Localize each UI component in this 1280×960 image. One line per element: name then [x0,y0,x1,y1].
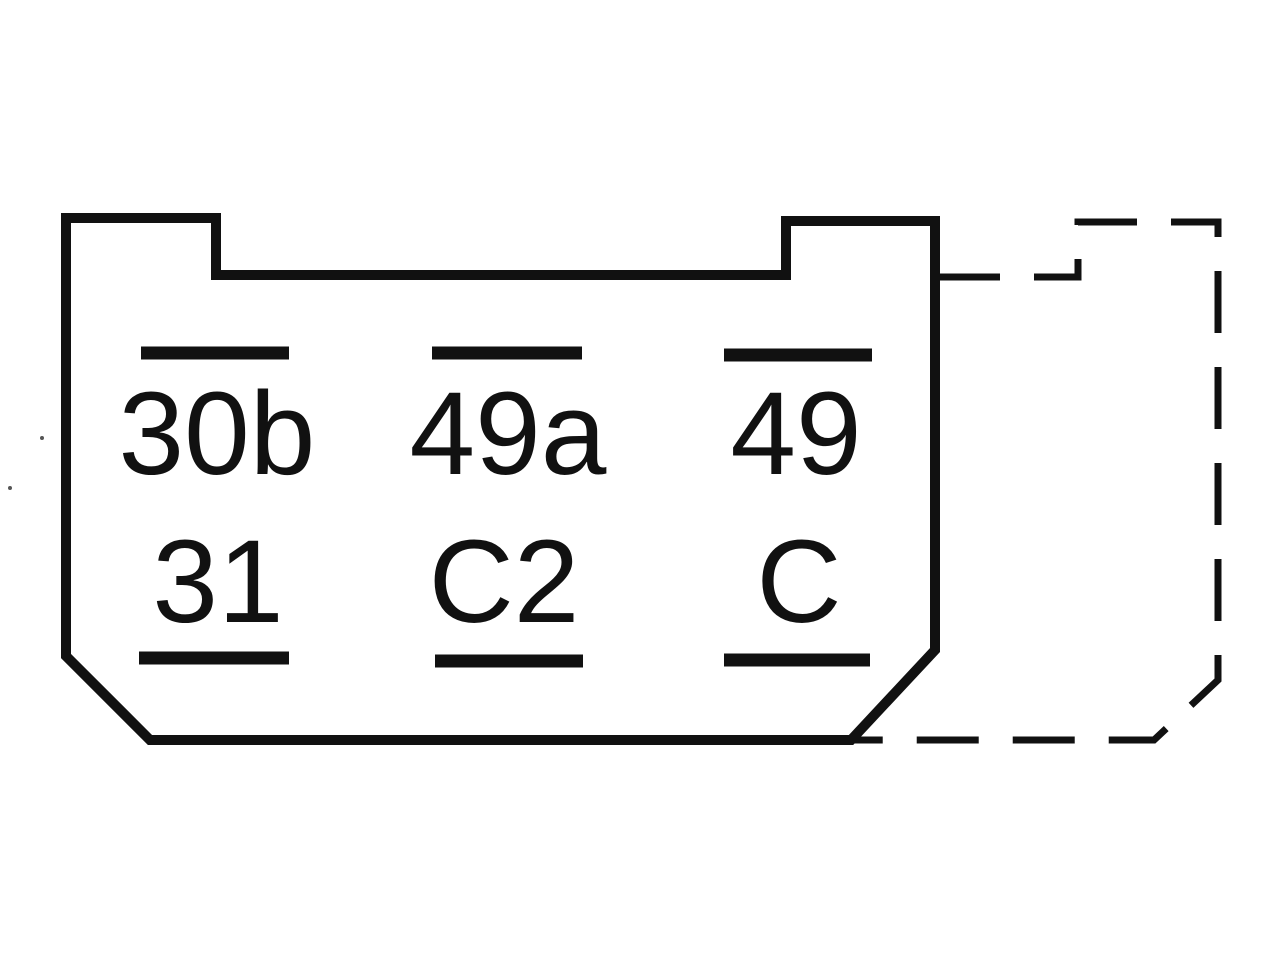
terminal-label-31: 31 [152,516,283,648]
terminal-label-C: C [756,516,841,648]
terminal-label-30b: 30b [119,368,316,500]
speck [8,486,12,490]
terminal-label-49a: 49a [410,368,607,500]
terminal-label-C2: C2 [429,516,580,648]
dashed-extension-outline [851,218,1222,744]
connector-housing-outline [61,213,940,745]
terminal-label-49: 49 [730,368,861,500]
speck [40,436,44,440]
